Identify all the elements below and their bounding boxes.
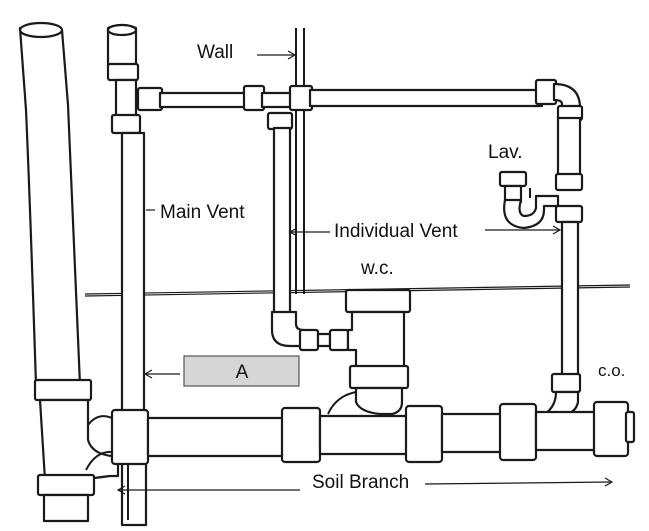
lav-label: Lav.: [488, 142, 523, 163]
left-stack: [18, 21, 120, 523]
lav-trap-and-riser: [498, 116, 584, 416]
wc-fitting: [327, 288, 412, 416]
individual-vent-pipe: [266, 111, 350, 352]
wall: [295, 28, 305, 294]
answer-box: A: [183, 355, 300, 387]
soil-branch-pipe: [110, 400, 636, 466]
wc-label: w.c.: [360, 258, 394, 279]
main-vent-label: Main Vent: [160, 202, 245, 223]
vent-header: [136, 78, 584, 122]
soil-branch-label: Soil Branch: [312, 472, 409, 493]
answer-box-label: A: [236, 362, 249, 383]
main-vent-pipe: [106, 23, 148, 527]
leader-lines: [116, 50, 614, 495]
wall-label: Wall: [197, 42, 233, 63]
co-label: c.o.: [598, 361, 625, 380]
individual-vent-label: Individual Vent: [334, 221, 458, 242]
